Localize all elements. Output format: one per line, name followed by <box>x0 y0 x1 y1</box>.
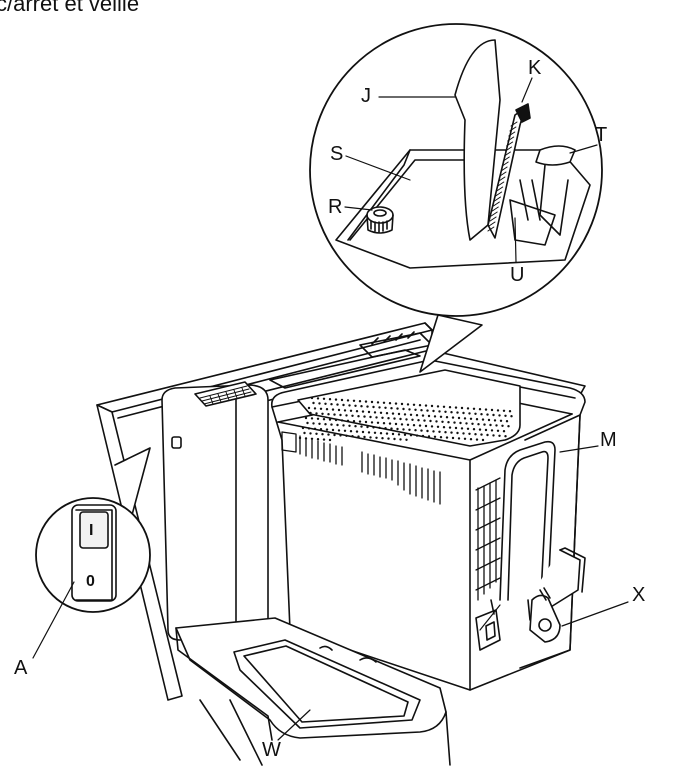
label-u: U <box>510 264 525 286</box>
leader-lines <box>33 78 628 740</box>
label-r: R <box>328 196 343 218</box>
connectors <box>476 588 560 650</box>
switch-on-symbol: I <box>89 522 94 539</box>
detail-callout <box>310 24 602 372</box>
label-j: J <box>361 85 371 107</box>
tank-lid-grid <box>200 386 251 404</box>
label-s: S <box>330 143 344 165</box>
water-tank <box>162 382 268 640</box>
base-skirt <box>200 700 450 765</box>
label-x: X <box>632 584 646 606</box>
label-k: K <box>528 57 542 79</box>
side-vents-left <box>282 432 440 504</box>
label-m: M <box>600 429 617 451</box>
top-grille <box>298 370 520 446</box>
label-w: W <box>262 739 281 761</box>
label-t: T <box>595 124 608 146</box>
bottom-left-fragment: ) <box>0 693 1 719</box>
milk-tube <box>500 442 555 600</box>
switch-off-symbol: 0 <box>86 573 95 590</box>
switch-callout <box>36 448 150 612</box>
side-vents-right <box>476 478 500 600</box>
label-a: A <box>14 657 28 679</box>
header-text: c/arrêt et veille <box>0 0 140 16</box>
